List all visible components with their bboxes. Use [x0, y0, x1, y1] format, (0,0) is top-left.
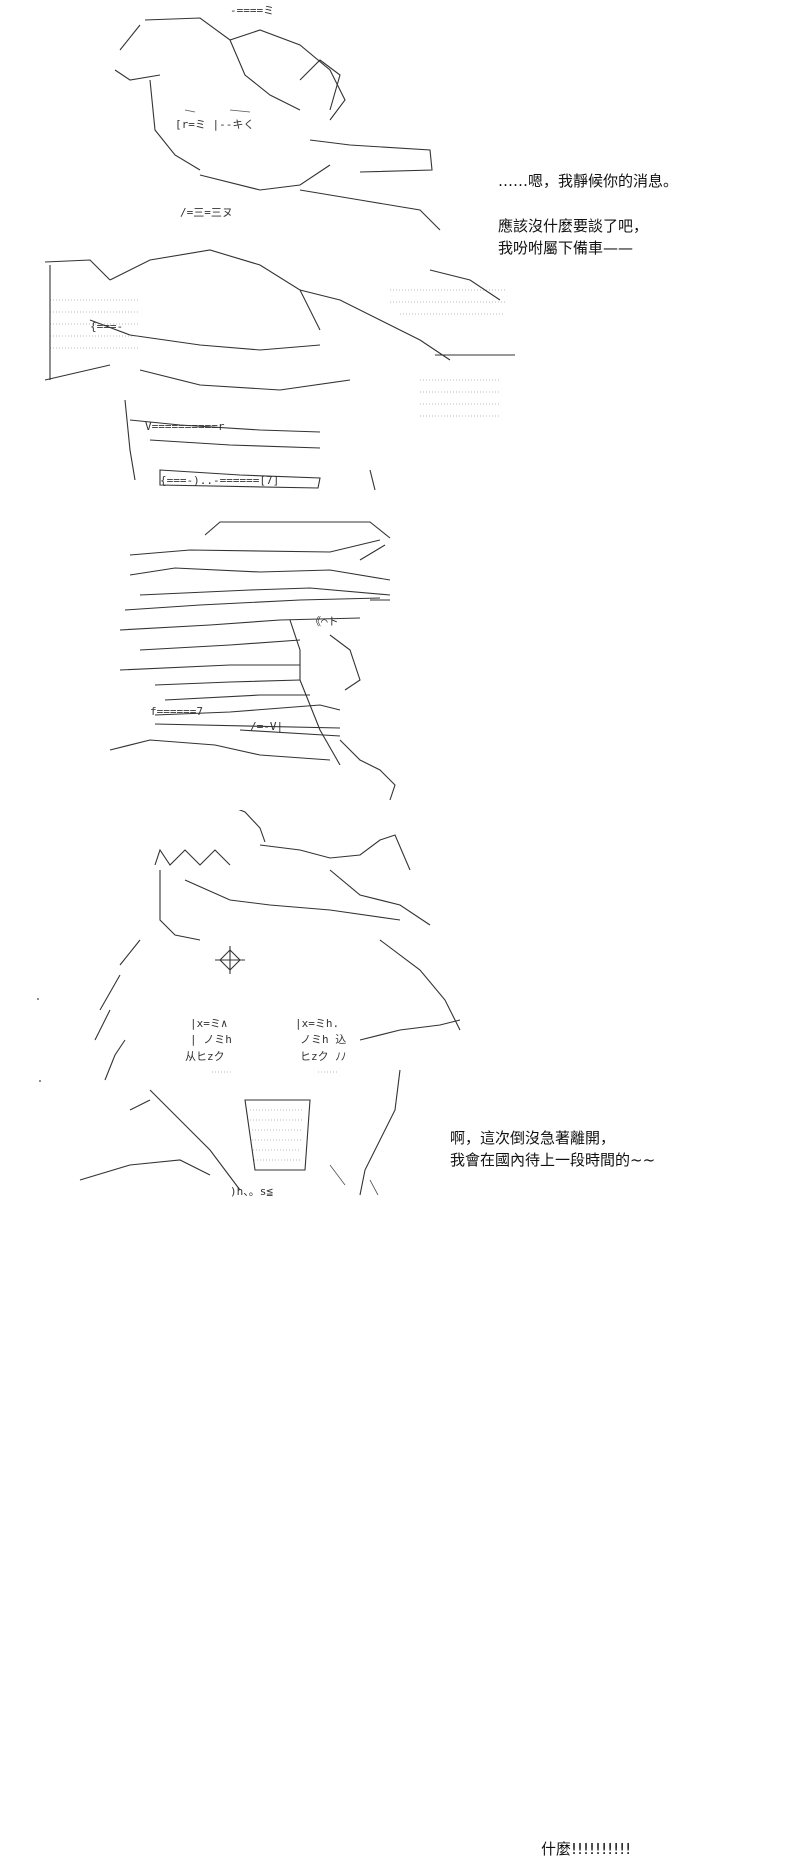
svg-text:{===-)..-======[7]: {===-)..-======[7] [160, 474, 279, 487]
ascii-art-hair-closeup: 《⌒ト f======7 /=-V| [109, 521, 396, 801]
svg-text:从ヒzク: 从ヒzク [185, 1050, 225, 1063]
dialogue-line: 什麼!!!!!!!!!! [541, 1840, 632, 1858]
svg-text:|x=ミh.: |x=ミh. [295, 1017, 339, 1030]
svg-text:ヒzク ﾉﾉ: ヒzク ﾉﾉ [300, 1050, 346, 1063]
svg-text:)h、。s≦: )h、。s≦ [230, 1185, 273, 1198]
svg-text:V==========r: V==========r [145, 420, 225, 433]
dialogue-line: 啊，這次倒沒急著離開， [450, 1129, 616, 1147]
svg-text:|x=ミ∧: |x=ミ∧ [190, 1017, 228, 1030]
manga-panel-2: 《⌒ト f======7 /=-V| 啊，這次倒沒急著離開， 我會在國內待上一段… [0, 500, 800, 1169]
dialogue-line: 應該沒什麼要談了吧， [498, 217, 649, 235]
svg-text:《⌒ト: 《⌒ト [310, 615, 339, 628]
svg-text:/=三=三ヌ: /=三=三ヌ [180, 206, 233, 219]
svg-text:[r=ミ |--キく: [r=ミ |--キく [175, 118, 254, 131]
dialogue-line: 我吩咐屬下備車—— [498, 239, 634, 257]
svg-text:{===-: {===- [90, 320, 123, 333]
ascii-art-figure-at-table: -====ミ [r=ミ |--キく /=三=三ヌ {===- V========… [44, 4, 515, 491]
svg-text:-====ミ: -====ミ [230, 4, 274, 17]
dialogue-bubble-1: ……嗯，我靜候你的消息。 [498, 170, 678, 192]
dialogue-bubble-2: 應該沒什麼要談了吧， 我吩咐屬下備車—— [498, 215, 648, 259]
svg-text:/=-V|: /=-V| [250, 720, 283, 733]
dialogue-bubble-4: 什麼!!!!!!!!!! [541, 1838, 631, 1860]
dialogue-bubble-3: 啊，這次倒沒急著離開， 我會在國內待上一段時間的~~ [450, 1127, 655, 1171]
dialogue-line: ……嗯，我靜候你的消息。 [498, 172, 679, 190]
manga-panel-1: -====ミ [r=ミ |--キく /=三=三ヌ {===- V========… [0, 0, 800, 500]
dialogue-line: 我會在國內待上一段時間的~~ [450, 1151, 656, 1169]
manga-panel-3: |x=ミ∧ |x=ミh. | ノミh ノミh 込 从ヒzク ヒzク ﾉﾉ )h、… [0, 810, 800, 1858]
svg-text:| ノミh: | ノミh [190, 1033, 232, 1046]
ascii-art-shocked-face: |x=ミ∧ |x=ミh. | ノミh ノミh 込 从ヒzク ヒzク ﾉﾉ )h、… [37, 810, 461, 1198]
svg-text:ノミh 込: ノミh 込 [300, 1033, 346, 1046]
svg-text:f======7: f======7 [150, 705, 203, 718]
